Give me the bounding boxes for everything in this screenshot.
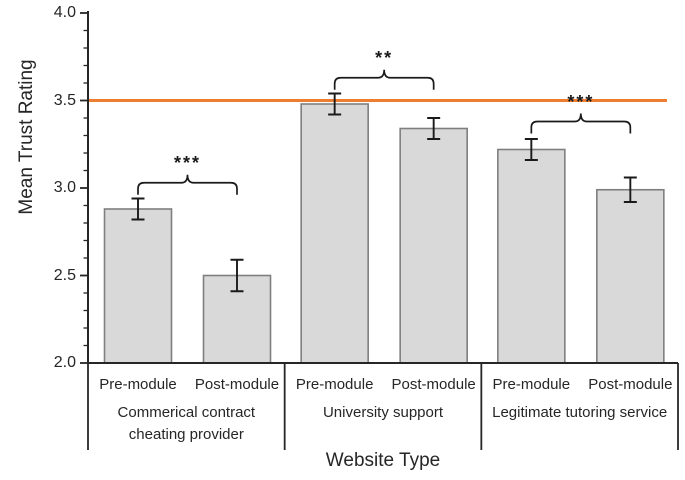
significance-stars: *** bbox=[567, 91, 595, 112]
group-label: Legitimate tutoring service bbox=[492, 404, 668, 421]
bar-label: Pre-module bbox=[295, 376, 374, 393]
error-bar bbox=[131, 197, 145, 221]
bar-label: Pre-module bbox=[492, 376, 571, 393]
significance-bracket bbox=[333, 69, 435, 90]
y-tick-label: 3.0 bbox=[53, 179, 76, 196]
error-bar bbox=[427, 117, 441, 140]
significance-bracket bbox=[530, 113, 632, 134]
error-bar bbox=[623, 176, 637, 203]
y-tick-label: 4.0 bbox=[53, 4, 76, 21]
significance-stars: ** bbox=[375, 47, 394, 68]
bar-label: Pre-module bbox=[99, 376, 177, 393]
bar-label: Post-module bbox=[391, 376, 476, 393]
y-axis-title: Mean Trust Rating bbox=[16, 59, 37, 215]
significance-bracket bbox=[137, 174, 238, 195]
group-label: University support bbox=[322, 404, 444, 421]
y-tick-label: 2.5 bbox=[53, 266, 76, 284]
bar-pre-module bbox=[497, 148, 566, 364]
significance-stars: *** bbox=[173, 152, 202, 173]
error-bar bbox=[328, 92, 342, 116]
group-label: cheating provider bbox=[128, 426, 244, 443]
bar-post-module bbox=[596, 188, 665, 364]
y-tick-label: 3.5 bbox=[53, 91, 76, 109]
bar-label: Post-module bbox=[588, 376, 673, 393]
bar-pre-module bbox=[300, 103, 369, 364]
bar-pre-module bbox=[103, 208, 173, 364]
error-bar bbox=[230, 258, 244, 293]
bar-post-module bbox=[399, 127, 468, 364]
x-axis-title: Website Type bbox=[325, 450, 441, 471]
y-tick-label: 2.0 bbox=[53, 354, 76, 371]
bar-label: Post-module bbox=[194, 376, 280, 393]
group-label: Commerical contract bbox=[117, 404, 256, 421]
error-bar bbox=[524, 138, 538, 161]
